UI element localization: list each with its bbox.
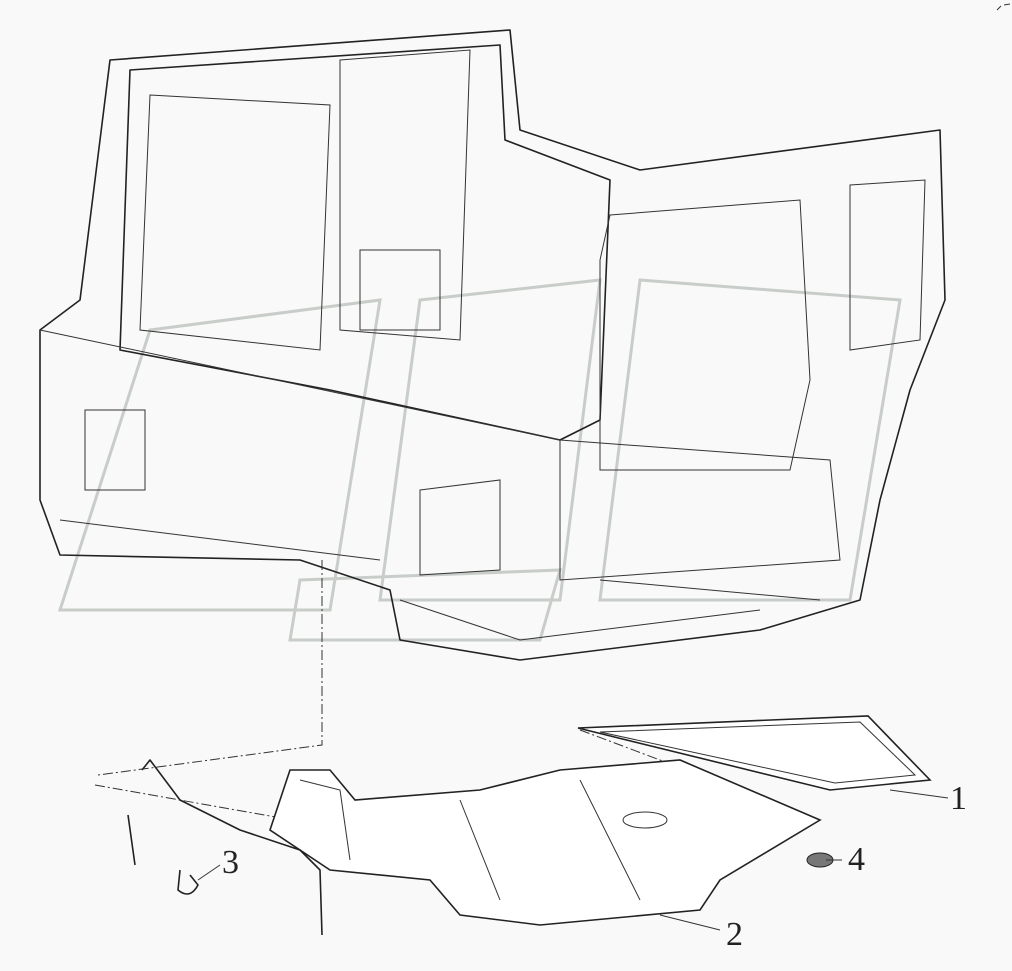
part-3-seal-strip — [127, 759, 323, 936]
callout-3: 3 — [222, 844, 239, 881]
callout-1: 1 — [950, 780, 967, 817]
callout-2: 2 — [726, 916, 743, 953]
callout-leaders — [197, 789, 949, 931]
watermark-logo — [57, 278, 902, 642]
corner-mark — [996, 3, 1011, 11]
part-1-floor-panel — [577, 715, 932, 791]
cab-body-frame — [39, 29, 946, 661]
callout-4: 4 — [848, 841, 865, 878]
part-2-tunnel-cover — [269, 759, 822, 926]
